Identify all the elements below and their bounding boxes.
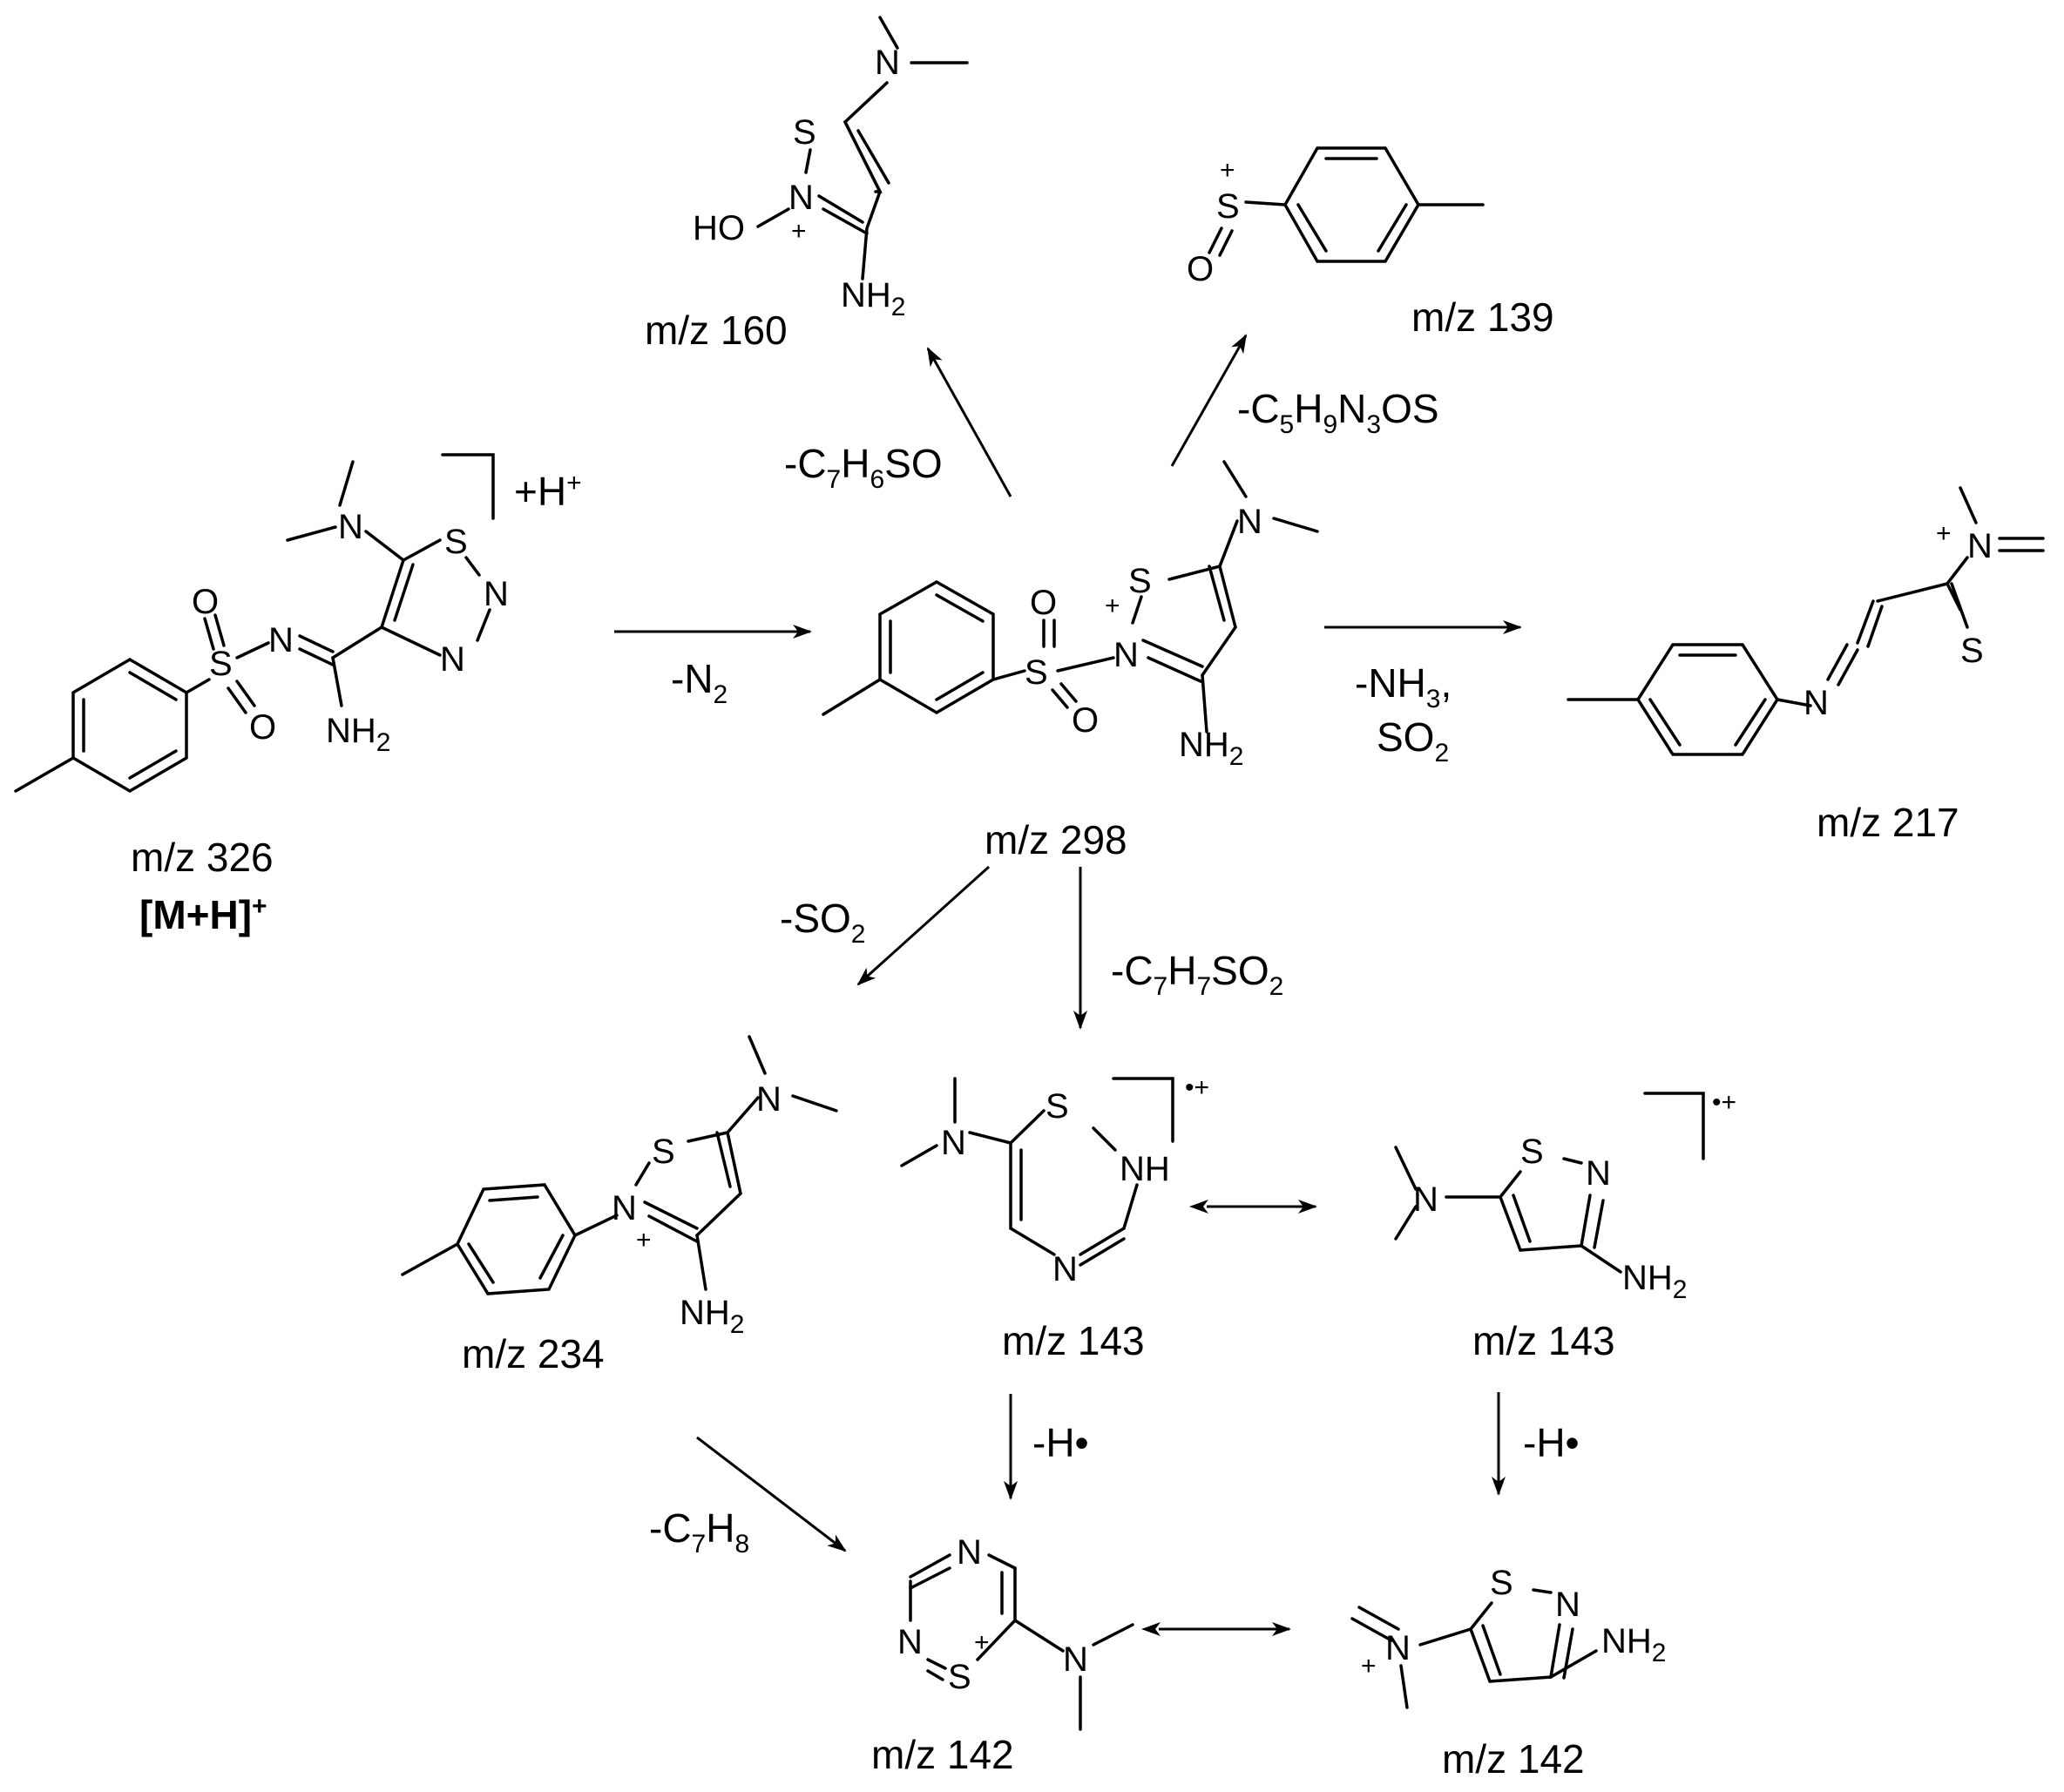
structure-m143a: N N NH S •+ m/z 143 (900, 1073, 1209, 1363)
atom-N: N (268, 621, 294, 659)
structure-m326: S O O N NH2 N N S N +H+ m/z 326 [M+H]+ (14, 453, 582, 937)
charge-plus: + (1361, 1652, 1377, 1680)
structure-m160: N S N + HO NH2 m/z 160 (645, 16, 969, 353)
atom-N: N (1803, 684, 1829, 722)
atom-NH2: NH2 (680, 1294, 744, 1339)
atom-S: S (444, 523, 468, 561)
charge-plus: + (791, 217, 807, 246)
structure-m139: S + O m/z 139 (1187, 146, 1554, 340)
mass-label: m/z 143 (1002, 1318, 1145, 1363)
atom-N: N (1052, 1250, 1078, 1288)
atom-O: O (1030, 584, 1057, 622)
atom-O: O (1187, 250, 1214, 288)
mass-label: m/z 217 (1817, 800, 1959, 845)
atom-N: N (338, 508, 363, 546)
loss-c7h6so-label: -C7H6SO (784, 441, 943, 494)
atom-N: N (941, 1124, 966, 1162)
mass-label: m/z 234 (462, 1331, 605, 1376)
mass-label: m/z 139 (1411, 294, 1554, 340)
ion-label: [M+H]+ (139, 892, 267, 937)
atom-S: S (1046, 1087, 1069, 1126)
atom-N: N (1063, 1640, 1088, 1679)
structure-m217: N S N + m/z 217 (1567, 486, 2045, 845)
atom-N: N (1237, 503, 1262, 541)
atom-S: S (793, 113, 816, 152)
atom-NH: NH (1120, 1150, 1170, 1188)
arrow-298-to-139 (1170, 334, 1248, 467)
atom-S: S (1520, 1133, 1544, 1171)
radical-cation-label: •+ (1712, 1088, 1736, 1117)
atom-NH2: NH2 (1179, 726, 1243, 771)
radical-cation-label: •+ (1185, 1073, 1209, 1102)
mass-label: m/z 326 (131, 835, 274, 880)
structure-m142b: N + N S NH2 m/z 142 (1350, 1564, 1666, 1782)
charge-plus: + (1936, 519, 1952, 548)
atom-N: N (788, 179, 814, 217)
atom-NH2: NH2 (841, 276, 905, 321)
atom-S: S (1128, 562, 1152, 600)
atom-N: N (1586, 1154, 1611, 1193)
loss-nh3-label: -NH3, (1355, 660, 1452, 713)
structure-m234: N + NH2 S N m/z 234 (401, 1035, 838, 1376)
atom-S: S (209, 645, 233, 683)
atom-N: N (957, 1533, 982, 1572)
atom-O: O (1072, 701, 1099, 740)
loss-c5h9n3os-label: -C5H9N3OS (1237, 386, 1439, 439)
atom-NH2: NH2 (1601, 1622, 1666, 1667)
arrow-234-to-142a (696, 1436, 847, 1552)
mass-label: m/z 142 (1442, 1736, 1585, 1782)
mass-label: m/z 160 (645, 308, 788, 353)
mass-label: m/z 143 (1472, 1318, 1615, 1363)
mass-label: m/z 298 (985, 817, 1127, 862)
atom-O: O (249, 708, 276, 747)
charge-plus: + (974, 1628, 990, 1657)
atom-S: S (652, 1133, 675, 1171)
atom-N: N (875, 44, 900, 82)
atom-N: N (1413, 1180, 1438, 1219)
loss-c7h8-label: -C7H8 (649, 1505, 749, 1559)
atom-S: S (1490, 1564, 1513, 1602)
atom-HO: HO (693, 209, 745, 247)
atom-N: N (1113, 636, 1139, 674)
atom-N: N (484, 575, 509, 613)
atom-S: S (1025, 653, 1048, 692)
atom-S: S (1960, 632, 1984, 670)
mass-label: m/z 142 (871, 1732, 1014, 1777)
atom-N: N (440, 640, 465, 679)
loss-n2-label: -N2 (671, 656, 727, 709)
atom-N: N (612, 1189, 637, 1227)
structure-m142a: N N S + N m/z 142 (871, 1533, 1134, 1777)
atom-N: N (1385, 1629, 1411, 1667)
atom-S: S (948, 1658, 971, 1696)
atom-N: N (756, 1080, 782, 1119)
structure-m298: S O O N + NH2 S N m/z 298 (822, 460, 1319, 862)
loss-h-label: -H• (1032, 1420, 1089, 1465)
charge-plus: + (1220, 156, 1235, 185)
atom-N: N (897, 1623, 923, 1661)
charge-plus: + (1105, 592, 1120, 620)
charge-plus: + (636, 1226, 652, 1254)
loss-c7h7so2-label: -C7H7SO2 (1111, 948, 1283, 1001)
atom-NH2: NH2 (326, 712, 390, 757)
structure-m143b: N N S NH2 •+ m/z 143 (1394, 1088, 1736, 1363)
loss-so2-second-label: SO2 (1377, 714, 1449, 768)
atom-S: S (1216, 187, 1240, 226)
atom-N: N (1967, 527, 1993, 565)
loss-h-label: -H• (1523, 1420, 1580, 1465)
charge-label: +H+ (514, 469, 582, 514)
loss-so2-label: -SO2 (780, 896, 865, 949)
atom-NH2: NH2 (1622, 1259, 1687, 1304)
arrow-298-to-234 (856, 865, 991, 986)
atom-O: O (192, 583, 219, 621)
atom-N: N (1555, 1586, 1580, 1624)
arrow-298-to-160 (926, 347, 1012, 497)
